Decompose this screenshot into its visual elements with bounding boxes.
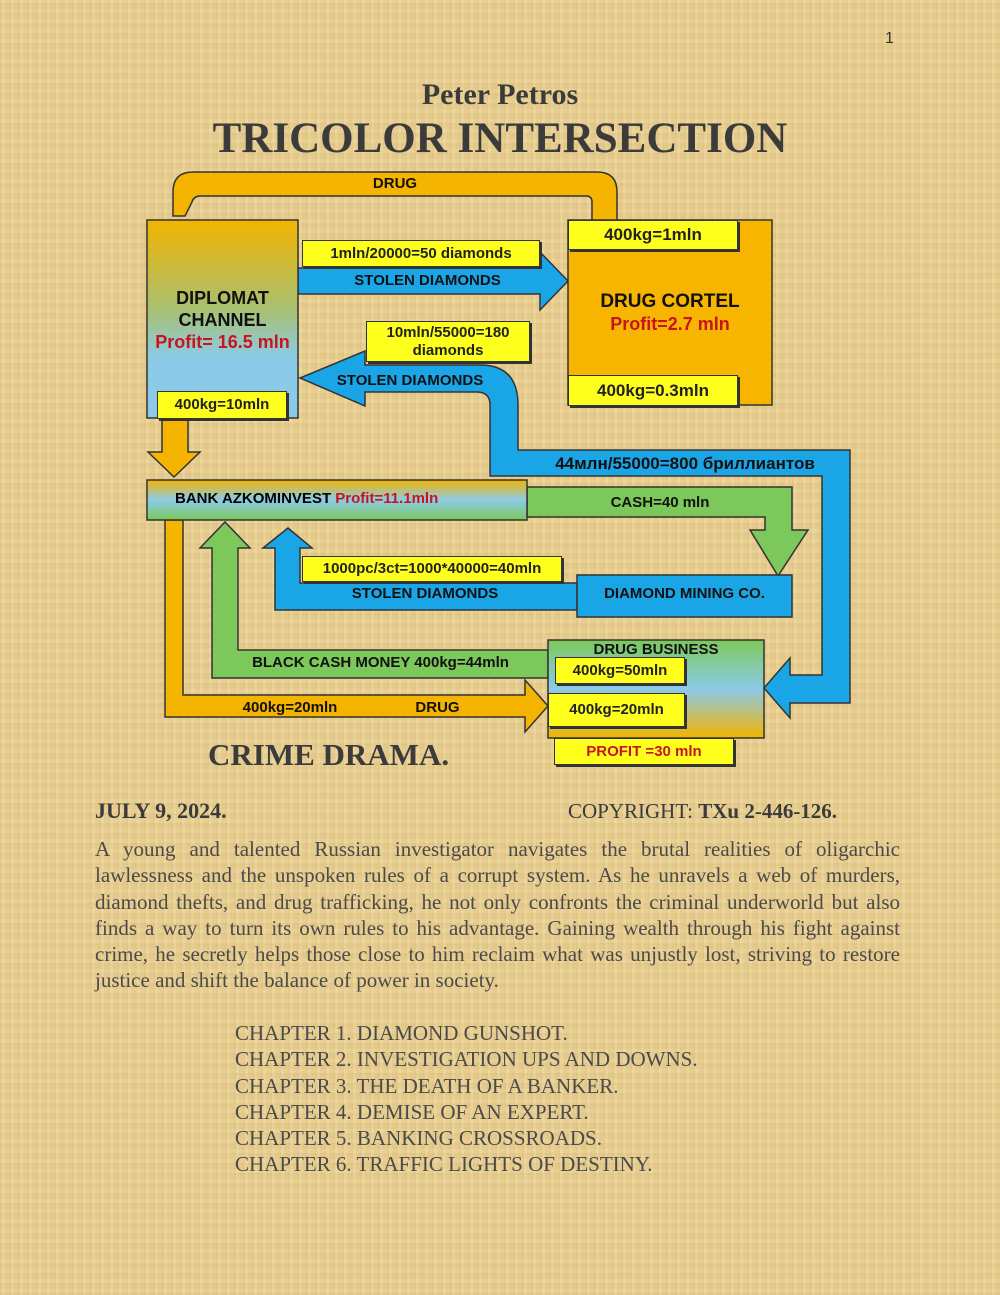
black-cash-label: BLACK CASH MONEY 400kg=44mln xyxy=(252,654,509,671)
chapter-item: CHAPTER 6. TRAFFIC LIGHTS OF DESTINY. xyxy=(235,1152,653,1177)
copyright-number: TXu 2-446-126. xyxy=(698,799,838,823)
label-800-diamonds: 44млн/55000=800 бриллиантов xyxy=(555,454,815,473)
diplomat-price: 400kg=10mln xyxy=(157,391,287,419)
mining-label: DIAMOND MINING CO. xyxy=(604,585,765,602)
bank-profit: Profit=11.1mln xyxy=(335,490,439,507)
diplomat-name-line1: DIPLOMAT xyxy=(176,288,269,308)
black-cash-arrow xyxy=(198,520,549,679)
bank-name: BANK AZKOMINVEST xyxy=(175,490,332,507)
cortel-price-top: 400kg=1mln xyxy=(568,220,738,250)
copyright-label: COPYRIGHT: xyxy=(568,799,693,823)
genre: CRIME DRAMA. xyxy=(208,737,450,772)
chapter-item: CHAPTER 4. DEMISE OF AN EXPERT. xyxy=(235,1099,589,1124)
top-drug-label: DRUG xyxy=(372,175,418,192)
stolen-diamonds-label-2: STOLEN DIAMONDS xyxy=(336,372,484,389)
diplomat-down-arrow xyxy=(146,417,202,479)
stolen-diamonds-return-arrow xyxy=(298,349,851,721)
drug-business-profit: PROFIT =30 mln xyxy=(554,738,734,765)
author: Peter Petros xyxy=(421,78,579,111)
cortel-price-bottom: 400kg=0.3mln xyxy=(568,375,738,406)
stolen-diamonds-label-3: STOLEN DIAMONDS xyxy=(351,585,499,602)
drug-business-name: DRUG BUSINESS xyxy=(593,641,719,658)
bank-label: BANK AZKOMINVEST Profit=11.1mln xyxy=(175,490,438,507)
stolen-diamonds-label-1: STOLEN DIAMONDS xyxy=(354,272,501,289)
bottom-drug-arrow xyxy=(164,519,550,734)
drug-cortel-profit: Profit=2.7 mln xyxy=(610,314,730,334)
diplomat-name-line2: CHANNEL xyxy=(178,310,267,330)
chapter-item: CHAPTER 2. INVESTIGATION UPS AND DOWNS. xyxy=(235,1047,698,1072)
drug-business-price-1: 400kg=50mln xyxy=(555,657,685,684)
synopsis: A young and talented Russian investigato… xyxy=(95,837,900,993)
label-180-diamonds: 10mln/55000=180 diamonds xyxy=(366,321,530,362)
stolen-diamonds-up-arrow xyxy=(260,527,578,611)
chapter-list: CHAPTER 1. DIAMOND GUNSHOT. CHAPTER 2. I… xyxy=(235,1020,698,1178)
label-50-diamonds: 1mln/20000=50 diamonds xyxy=(302,240,540,267)
mining-box xyxy=(576,574,793,618)
drug-business-price-2: 400kg=20mln xyxy=(548,693,685,727)
copyright: COPYRIGHT: TXu 2-446-126. xyxy=(568,799,837,824)
cash-label: CASH=40 mln xyxy=(610,494,710,511)
cash-arrow xyxy=(526,486,810,578)
bottom-drug-price: 400kg=20mln xyxy=(242,699,338,716)
bank-box xyxy=(146,479,528,521)
label-1000pc: 1000pc/3ct=1000*40000=40mln xyxy=(302,556,562,582)
bottom-drug-label: DRUG xyxy=(415,699,460,716)
chapter-item: CHAPTER 3. THE DEATH OF A BANKER. xyxy=(235,1073,619,1098)
page-title: TRICOLOR INTERSECTION xyxy=(212,115,788,162)
chapter-item: CHAPTER 5. BANKING CROSSROADS. xyxy=(235,1126,602,1151)
stolen-diamonds-right-arrow xyxy=(297,250,570,312)
chapter-item: CHAPTER 1. DIAMOND GUNSHOT. xyxy=(235,1021,568,1045)
drug-cortel-name: DRUG CORTEL xyxy=(600,291,740,312)
diplomat-profit: Profit= 16.5 mln xyxy=(155,332,290,352)
page-number: 1 xyxy=(885,30,894,47)
date: JULY 9, 2024. xyxy=(95,798,227,823)
